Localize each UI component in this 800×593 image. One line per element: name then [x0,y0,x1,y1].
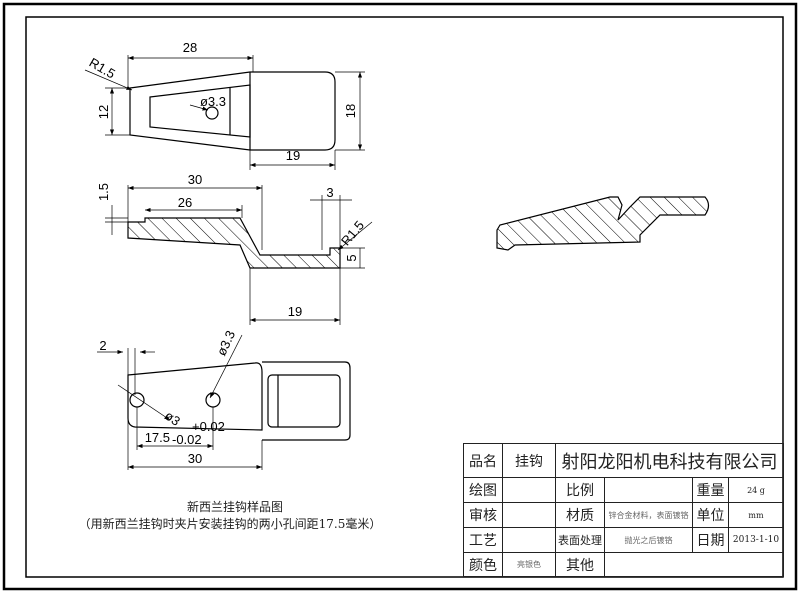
dim-18: 18 [343,104,358,118]
surface-label: 表面处理 [555,527,605,553]
other-label: 其他 [555,552,605,577]
section-view [496,196,710,251]
dim-tol-plus: +0.02 [192,419,225,434]
dim-17-5: 17.5 [145,430,170,445]
dim-hole: ø3.3 [200,94,226,109]
dim-28: 28 [183,40,197,55]
dim-19: 19 [286,148,300,163]
dim-19-side: 19 [288,304,302,319]
title-block: 品名 挂钩 射阳龙阳机电科技有限公司 绘图 比例 重量 24 g 审核 材质 锌… [463,443,784,577]
dim-2: 2 [99,338,106,353]
dim-r15-side: R1.5 [338,218,367,249]
date-value: 2013-1-10 [728,527,784,553]
side-view: 30 26 1.5 3 R1.5 5 19 [96,172,373,325]
process-label: 工艺 [463,527,503,553]
material-value: 锌合金材料，表面镀铬 [604,502,693,528]
unit-label: 单位 [692,502,729,528]
drawn-value [502,477,556,503]
inner-frame [25,16,784,578]
top-view: 28 R1.5 12 ø3.3 18 19 [84,40,365,170]
other-value [604,552,784,577]
name-label: 品名 [463,443,503,478]
name-value: 挂钩 [502,443,556,478]
company-name: 射阳龙阳机电科技有限公司 [555,443,784,478]
dim-5: 5 [344,254,359,261]
surface-value: 抛光之后镀铬 [604,527,693,553]
bottom-view: 2 ø3.3 ø3 +0.02 17.5 -0.02 30 [97,328,351,470]
dim-hole-3-3: ø3.3 [214,328,239,358]
dim-12: 12 [96,105,111,119]
material-label: 材质 [555,502,605,528]
process-value [502,527,556,553]
dim-tol-minus: -0.02 [172,432,202,447]
scale-value [604,477,693,503]
dim-26: 26 [178,195,192,210]
check-value [502,502,556,528]
caption-note: （用新西兰挂钩时夹片安装挂钩的两小孔间距17.5毫米） [79,516,382,531]
dim-30-bottom: 30 [188,451,202,466]
weight-value: 24 g [728,477,784,503]
weight-label: 重量 [692,477,729,503]
dim-3: 3 [326,185,333,200]
dim-30: 30 [188,172,202,187]
caption-title: 新西兰挂钩样品图 [187,499,283,514]
color-label: 颜色 [463,552,503,577]
drawn-label: 绘图 [463,477,503,503]
unit-value: mm [728,502,784,528]
dim-hole-3: ø3 [162,408,183,429]
color-value: 亮银色 [502,552,556,577]
dim-1-5: 1.5 [96,183,111,201]
scale-label: 比例 [555,477,605,503]
check-label: 审核 [463,502,503,528]
date-label: 日期 [692,527,729,553]
